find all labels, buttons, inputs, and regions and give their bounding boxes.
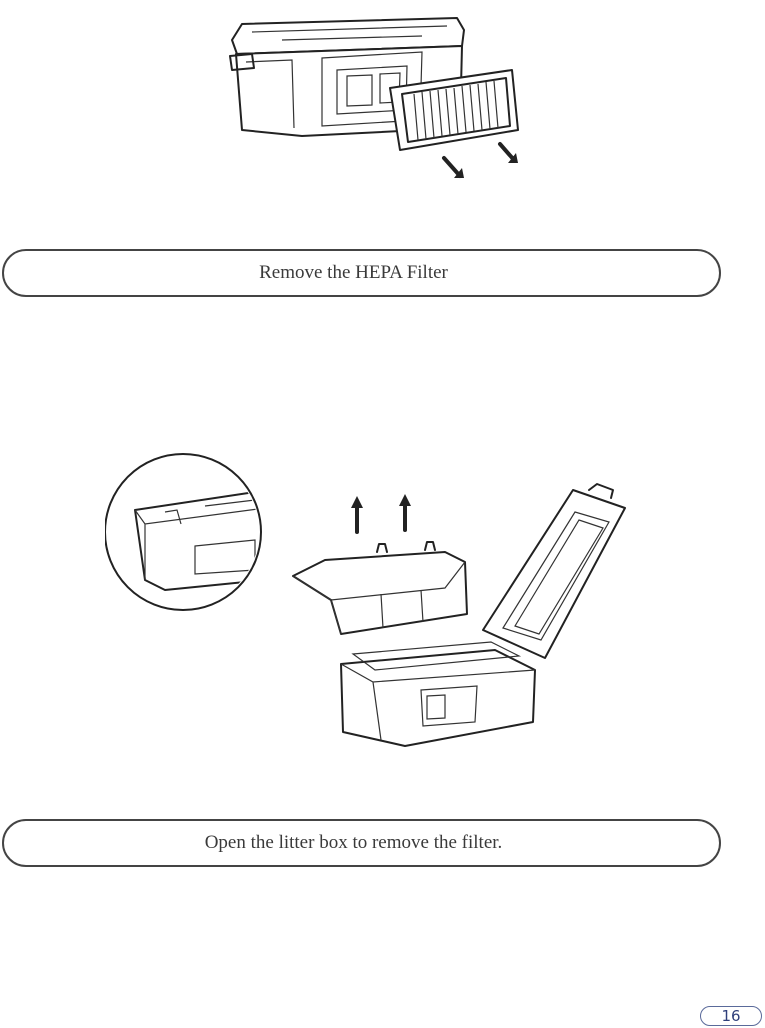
step-caption: Remove the HEPA Filter xyxy=(259,262,448,283)
page-number: 16 xyxy=(700,1006,762,1026)
step-caption-box: Remove the HEPA Filter xyxy=(2,249,721,297)
hepa-filter-illustration xyxy=(222,10,532,190)
step-caption: Open the litter box to remove the filter… xyxy=(204,832,503,853)
open-litter-box-illustration xyxy=(105,450,640,750)
step-caption-box: Open the litter box to remove the filter… xyxy=(2,819,721,867)
